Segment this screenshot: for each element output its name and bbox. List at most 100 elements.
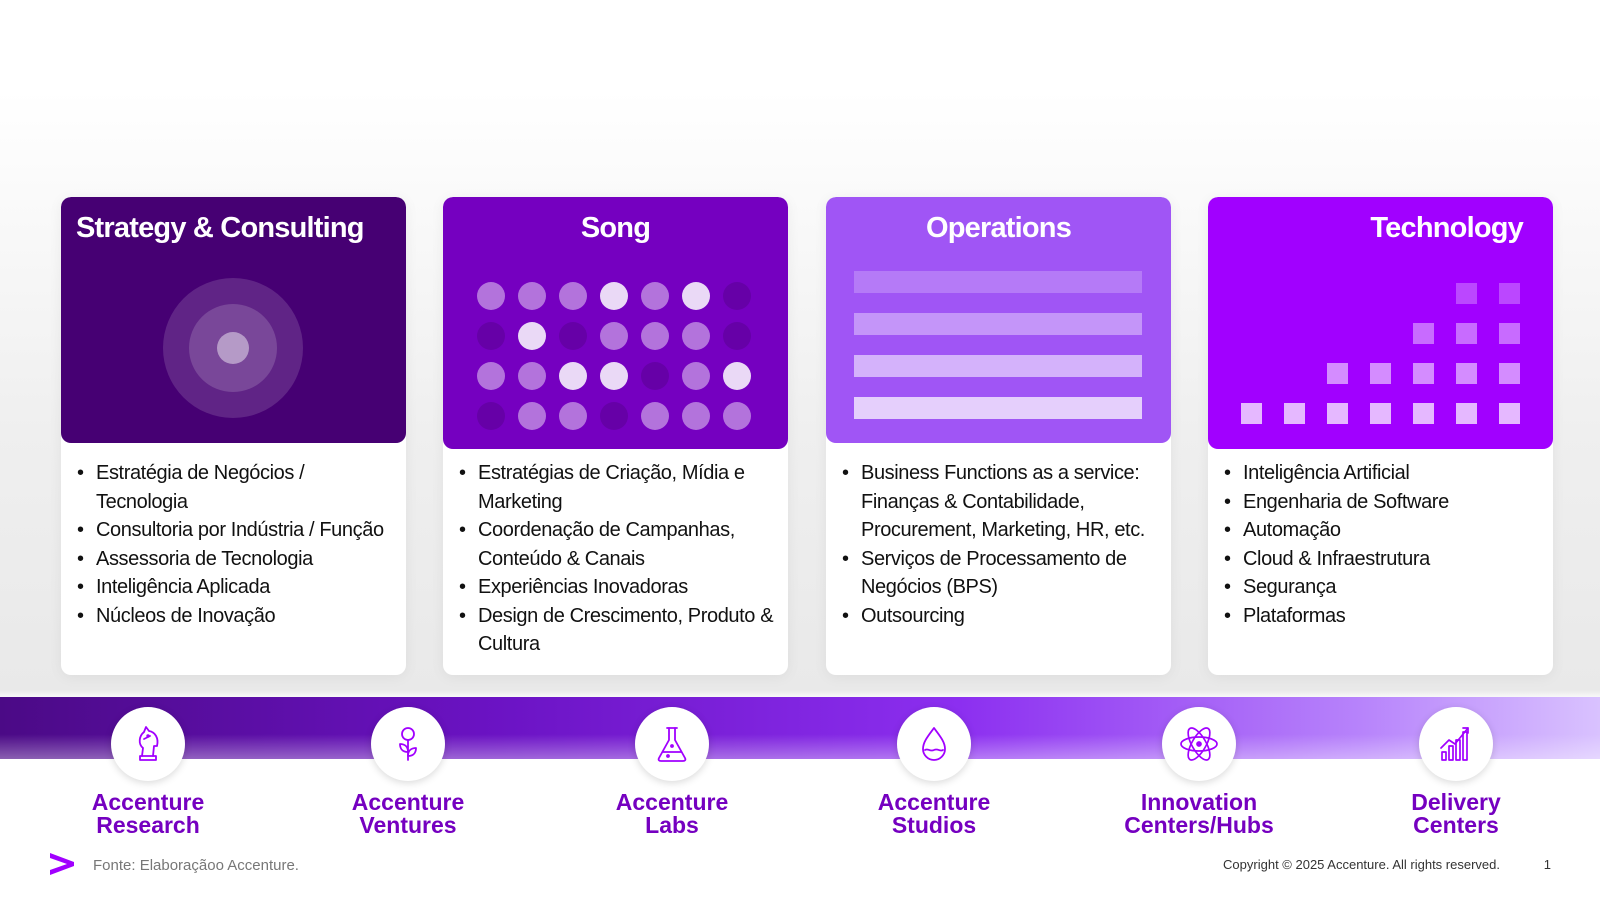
center-accenture-research: Accenture Research: [28, 707, 268, 837]
list-item: •Outsourcing: [842, 604, 965, 627]
decor-dot: [641, 362, 669, 390]
center-label: Accenture Labs: [615, 789, 729, 838]
decor-dot: [477, 322, 505, 350]
decor-dot: [600, 282, 628, 310]
center-label: Delivery Centers: [1411, 789, 1501, 838]
decor-dot: [559, 282, 587, 310]
list-item: •Segurança: [1224, 576, 1337, 598]
list-item: •Plataformas: [1224, 604, 1346, 627]
decor-dot: [723, 362, 751, 390]
center-label: Accenture Ventures: [351, 789, 465, 838]
list-item: •Automação: [1224, 519, 1341, 541]
target-rings-icon: [163, 278, 303, 418]
card-header-song: Song: [443, 197, 788, 449]
list-item: •Assessoria de Tecnologia: [77, 547, 313, 570]
centers-band-fade: [0, 697, 1600, 759]
chess-knight-icon: [111, 707, 185, 781]
decor-dot: [682, 282, 710, 310]
center-accenture-labs: Accenture Labs: [552, 707, 792, 837]
footer-copyright: Copyright © 2025 Accenture. All rights r…: [1223, 857, 1500, 872]
center-label: Innovation Centers/Hubs: [1124, 789, 1274, 838]
decor-dot: [723, 282, 751, 310]
page-number: 1: [1543, 857, 1551, 872]
atom-icon: [1162, 707, 1236, 781]
card-operations: Operations •Business Functions as a serv…: [826, 197, 1171, 675]
list-item: •Inteligência Artificial: [1224, 462, 1410, 484]
decor-dot: [723, 322, 751, 350]
decor-dot: [518, 402, 546, 430]
list-item: •Estratégia de Negócios / Tecnologia: [77, 462, 305, 513]
list-item: •Inteligência Aplicada: [77, 576, 270, 598]
decor-dot: [518, 362, 546, 390]
list-item: •Consultoria por Indústria / Função: [77, 519, 384, 541]
flask-icon: [635, 707, 709, 781]
center-accenture-ventures: Accenture Ventures: [288, 707, 528, 837]
decor-dot: [682, 362, 710, 390]
decor-dot: [682, 322, 710, 350]
dot-grid-icon: [477, 282, 751, 430]
footer-source: Fonte: Elaboraçãoo Accenture.: [93, 857, 299, 874]
card-title: Technology: [1370, 212, 1523, 244]
decor-square: [1370, 403, 1391, 424]
accenture-logo-icon: [48, 851, 76, 882]
list-item: •Estratégias de Criação, Mídia e Marketi…: [459, 462, 745, 513]
centers-band: [0, 697, 1600, 759]
decor-dot: [518, 322, 546, 350]
list-item: •Business Functions as a service: Finanç…: [842, 462, 1145, 541]
droplet-icon: [897, 707, 971, 781]
decor-dot: [477, 362, 505, 390]
sprout-icon: [371, 707, 445, 781]
decor-square: [1413, 323, 1434, 344]
decor-dot: [600, 322, 628, 350]
list-item: •Cloud & Infraestrutura: [1224, 547, 1430, 570]
service-list: •Estratégia de Negócios / Tecnologia •Co…: [77, 459, 396, 630]
decor-dot: [600, 402, 628, 430]
decor-square: [1456, 403, 1477, 424]
card-song: Song •Estratégias de Criação, Mídia e Ma…: [443, 197, 788, 675]
decor-square: [1499, 283, 1520, 304]
decor-square: [1456, 363, 1477, 384]
service-list: •Inteligência Artificial •Engenharia de …: [1224, 459, 1543, 630]
decor-square: [1499, 363, 1520, 384]
list-item: •Design de Crescimento, Produto & Cultur…: [459, 604, 774, 656]
list-item: •Serviços de Processamento de Negócios (…: [842, 547, 1127, 599]
stacked-bars-icon: [854, 271, 1142, 419]
card-header-strategy: Strategy & Consulting: [61, 197, 406, 443]
decor-dot: [518, 282, 546, 310]
decor-dot: [641, 402, 669, 430]
service-list: •Business Functions as a service: Finanç…: [842, 459, 1161, 630]
card-strategy-consulting: Strategy & Consulting •Estratégia de Neg…: [61, 197, 406, 675]
card-title: Operations: [925, 212, 1072, 244]
decor-square: [1327, 403, 1348, 424]
decor-dot: [559, 322, 587, 350]
decor-square: [1456, 283, 1477, 304]
decor-square: [1284, 403, 1305, 424]
bar-chart-icon: [1419, 707, 1493, 781]
decor-square: [1499, 323, 1520, 344]
decor-square: [1413, 403, 1434, 424]
decor-dot: [600, 362, 628, 390]
card-technology: Technology •Inteligência Artificial •Eng…: [1208, 197, 1553, 675]
decor-dot: [682, 402, 710, 430]
staircase-squares-icon: [1241, 283, 1520, 424]
list-item: •Coordenação de Campanhas, Conteúdo & Ca…: [459, 519, 735, 570]
center-innovation-hubs: Innovation Centers/Hubs: [1079, 707, 1319, 837]
list-item: •Núcleos de Inovação: [77, 604, 276, 627]
decor-dot: [641, 282, 669, 310]
card-title: Song: [580, 212, 651, 244]
service-list: •Estratégias de Criação, Mídia e Marketi…: [459, 459, 778, 659]
center-delivery-centers: Delivery Centers: [1336, 707, 1576, 837]
list-item: •Experiências Inovadoras: [459, 576, 688, 598]
center-accenture-studios: Accenture Studios: [814, 707, 1054, 837]
decor-square: [1413, 363, 1434, 384]
card-title: Strategy & Consulting: [76, 212, 365, 244]
decor-square: [1370, 363, 1391, 384]
decor-dot: [723, 402, 751, 430]
decor-dot: [559, 362, 587, 390]
decor-dot: [559, 402, 587, 430]
decor-square: [1327, 363, 1348, 384]
decor-square: [1499, 403, 1520, 424]
decor-square: [1456, 323, 1477, 344]
decor-dot: [477, 282, 505, 310]
decor-dot: [477, 402, 505, 430]
